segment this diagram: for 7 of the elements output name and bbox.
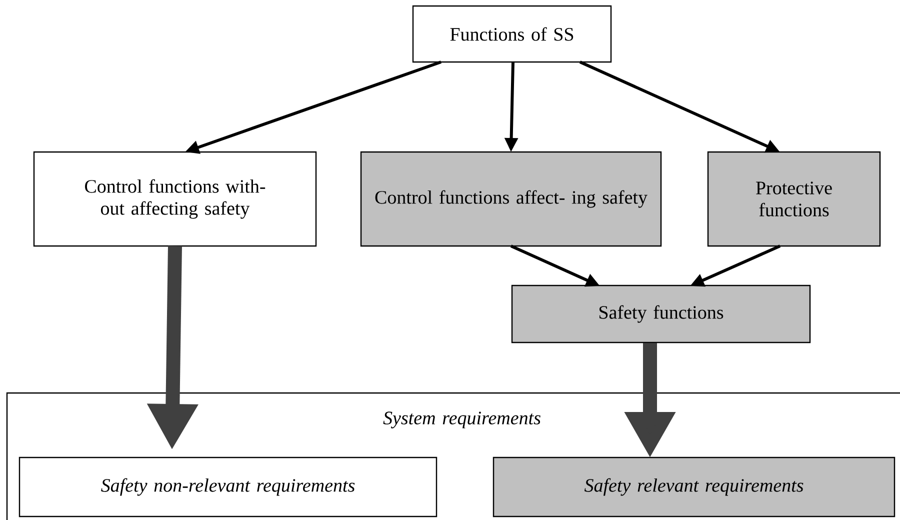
process-box: Control functions affect- ing safety: [360, 151, 662, 247]
requirement-box: Safety non-relevant requirements: [18, 456, 438, 518]
title-box: Functions of SS: [412, 5, 612, 63]
process-box: Safety functions: [511, 284, 811, 344]
process-box: Protective functions: [707, 151, 881, 247]
process-box: Control functions with- out affecting safety: [33, 151, 317, 247]
requirement-box: Safety relevant requirements: [492, 456, 896, 518]
